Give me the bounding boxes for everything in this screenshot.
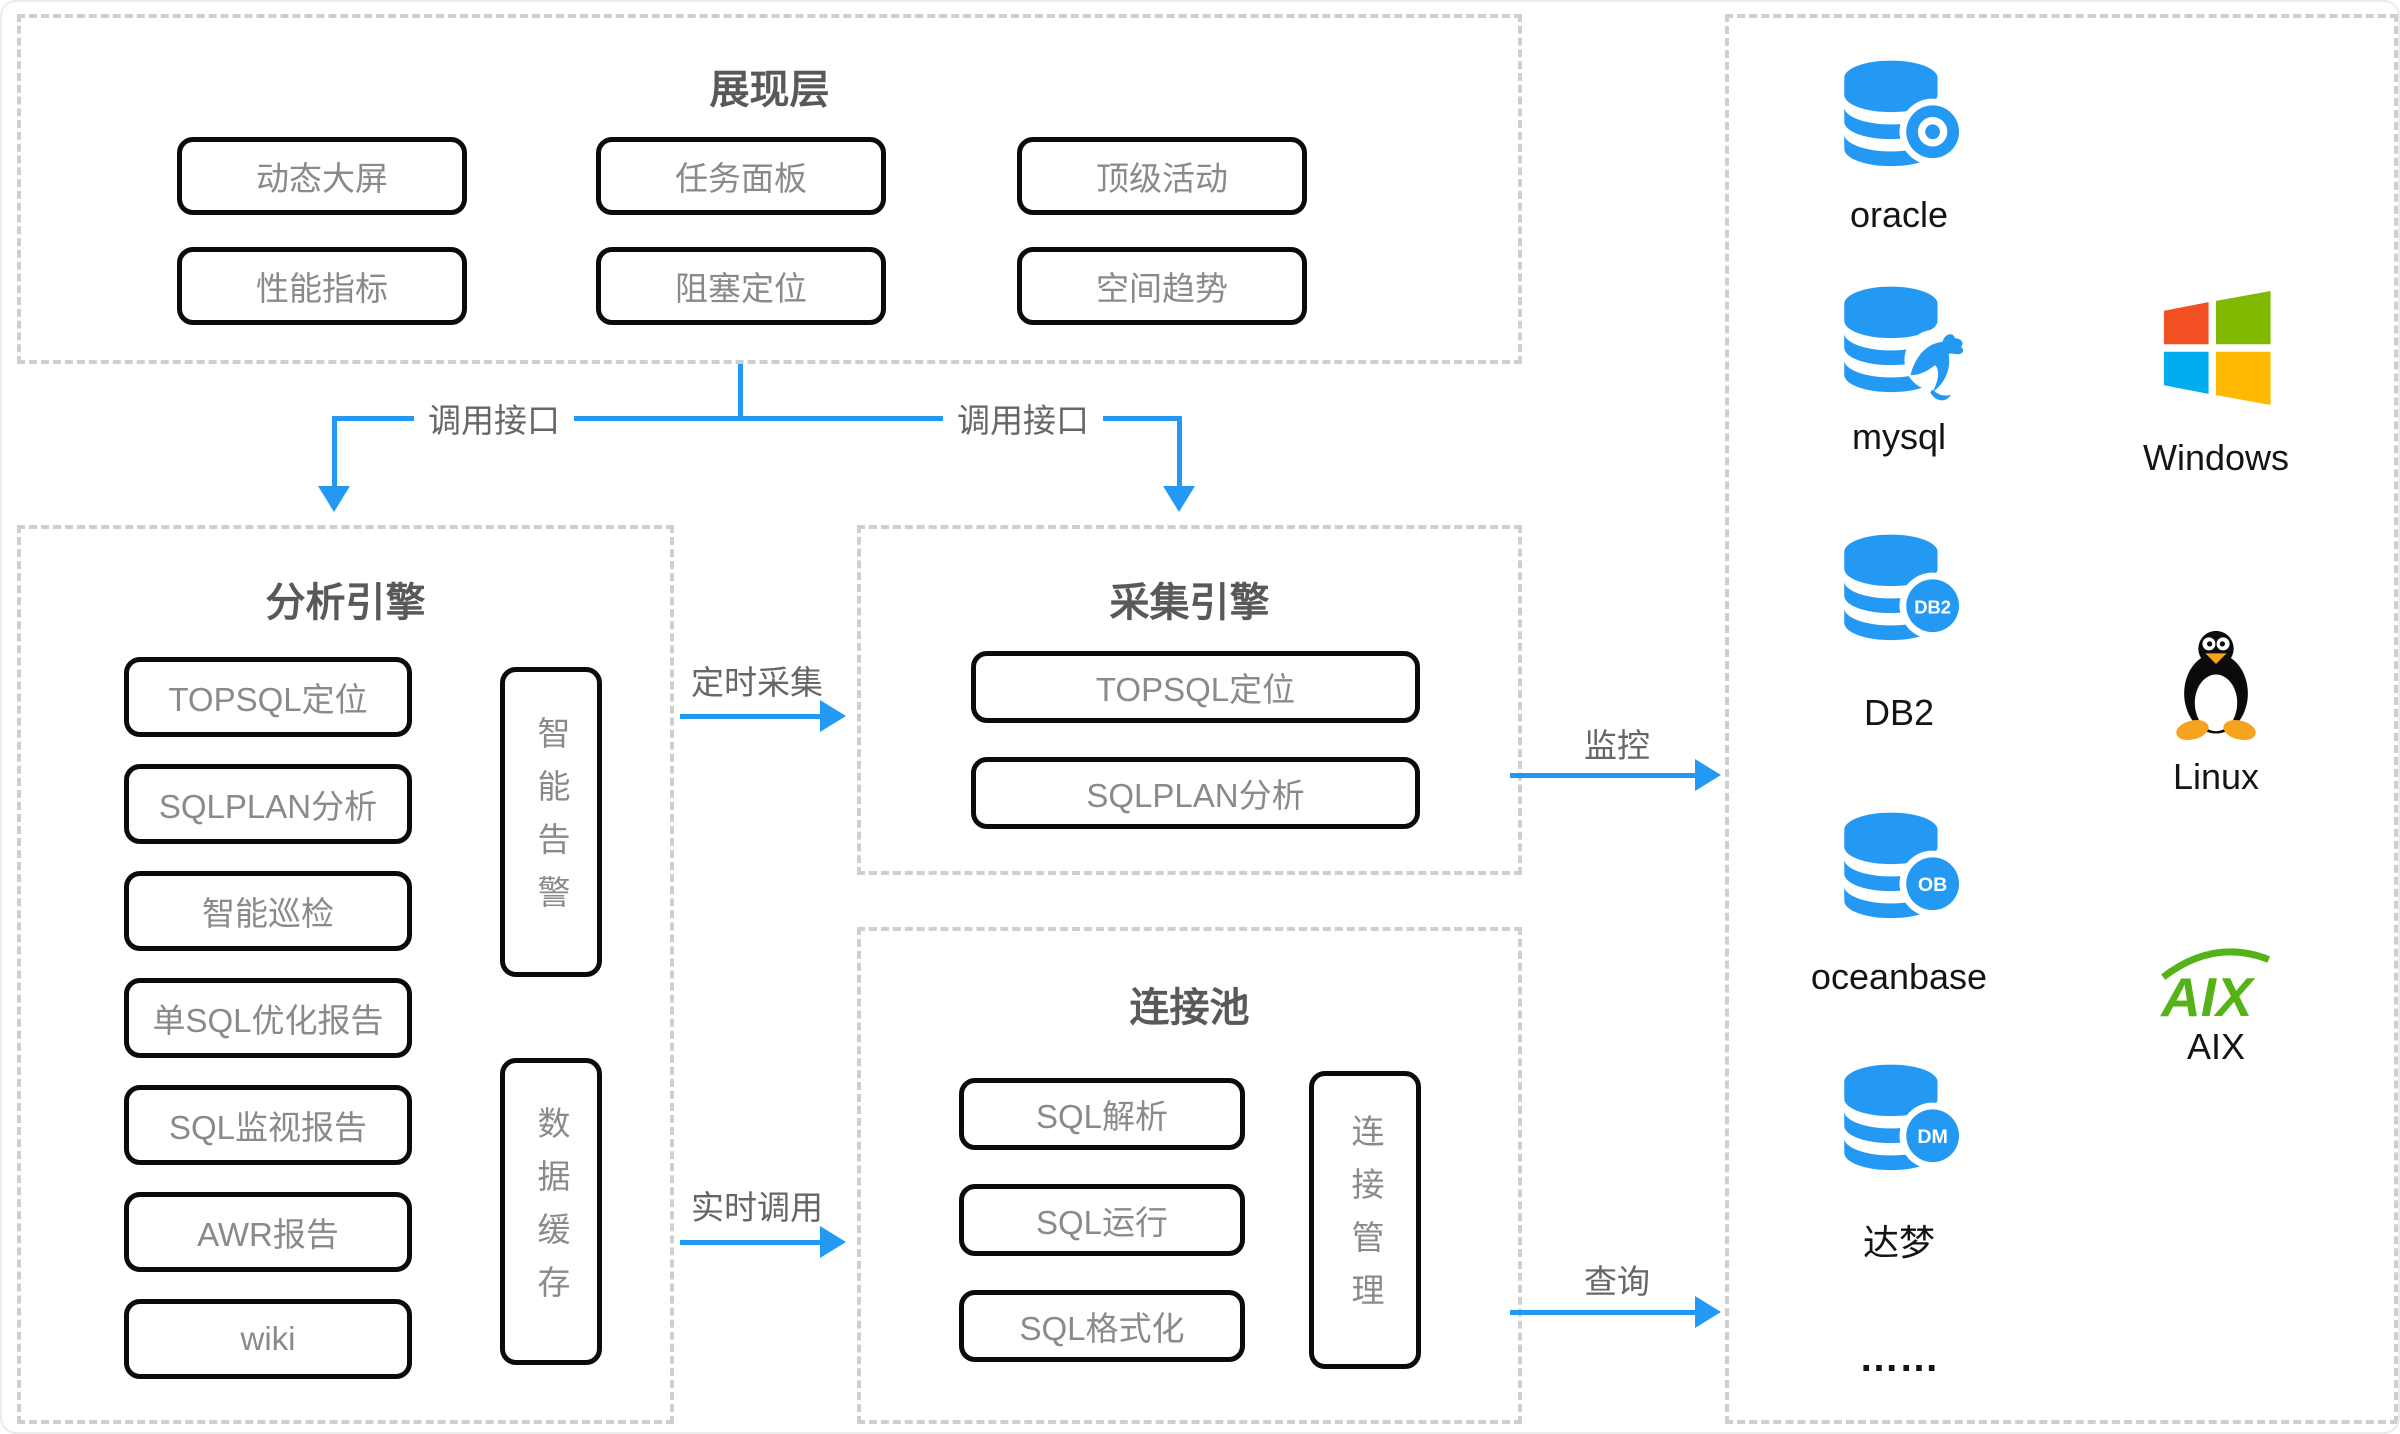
mysql-label: mysql: [1851, 416, 1947, 457]
db2-db-icon: DB2: [1844, 534, 1966, 641]
targets-panel: oracle mysql DB2 DB2 OB oceanbase: [1725, 14, 2398, 1424]
smart-alert-box: 智能告警: [500, 667, 602, 977]
blocking-locate-button: 阻塞定位: [596, 247, 886, 325]
oceanbase-label: oceanbase: [1810, 956, 1988, 997]
call-api-left-label: 调用接口: [414, 394, 574, 442]
db2-label: DB2: [1863, 692, 1935, 733]
dameng-label: 达梦: [1862, 1222, 1936, 1263]
svg-text:OB: OB: [1918, 874, 1947, 896]
data-cache-box: 数据缓存: [500, 1058, 602, 1365]
timed-collect-label: 定时采集: [677, 656, 837, 704]
connection-manage-box: 连接管理: [1309, 1071, 1421, 1369]
windows-logo-icon: [2163, 290, 2271, 406]
timed-collect-line: [680, 714, 820, 719]
linux-label: Linux: [2172, 756, 2260, 797]
sql-format-button: SQL格式化: [959, 1290, 1245, 1362]
sql-run-button: SQL运行: [959, 1184, 1245, 1256]
monitor-label: 监控: [1570, 719, 1664, 767]
collection-sqlplan-analysis-button: SQLPLAN分析: [971, 757, 1420, 829]
realtime-call-line: [680, 1240, 820, 1245]
oracle-db-icon: [1844, 60, 1966, 167]
dameng-db-icon: DM: [1844, 1064, 1966, 1171]
aix-logo-icon: AIX: [2159, 948, 2271, 1026]
arrowhead-to-collection: [1163, 486, 1195, 512]
svg-text:AIX: AIX: [2159, 966, 2256, 1026]
call-api-right-label: 调用接口: [943, 394, 1103, 442]
more-targets-ellipsis: ……: [1859, 1336, 1939, 1380]
performance-metrics-button: 性能指标: [177, 247, 467, 325]
svg-text:DM: DM: [1917, 1126, 1948, 1148]
collection-topsql-locate-button: TOPSQL定位: [971, 651, 1420, 723]
analysis-engine-title: 分析引擎: [265, 581, 426, 625]
timed-collect-arrowhead: [820, 700, 846, 732]
connector-horizontal-line: [334, 416, 1179, 421]
topsql-locate-button: TOPSQL定位: [124, 657, 412, 737]
dynamic-screen-button: 动态大屏: [177, 137, 467, 215]
windows-label: Windows: [2142, 437, 2290, 478]
query-arrowhead: [1695, 1296, 1721, 1328]
monitor-arrowhead: [1695, 759, 1721, 791]
top-activity-button: 顶级活动: [1017, 137, 1307, 215]
space-trend-button: 空间趋势: [1017, 247, 1307, 325]
connector-right-drop-line: [1177, 416, 1182, 488]
awr-report-button: AWR报告: [124, 1192, 412, 1272]
single-sql-optimize-report-button: 单SQL优化报告: [124, 978, 412, 1058]
presentation-layer-title: 展现层: [709, 68, 830, 112]
connector-left-drop-line: [332, 416, 337, 488]
linux-tux-icon: [2176, 630, 2256, 741]
collection-engine-title: 采集引擎: [1109, 581, 1270, 625]
query-label: 查询: [1570, 1255, 1664, 1303]
sql-parse-button: SQL解析: [959, 1078, 1245, 1150]
realtime-call-label: 实时调用: [677, 1181, 837, 1229]
oracle-label: oracle: [1849, 194, 1949, 235]
arrowhead-to-analysis: [318, 486, 350, 512]
svg-text:DB2: DB2: [1914, 597, 1951, 618]
aix-label: AIX: [2186, 1026, 2246, 1067]
query-line: [1510, 1310, 1695, 1315]
realtime-call-arrowhead: [820, 1226, 846, 1258]
connector-stem-line: [738, 364, 743, 421]
monitor-line: [1510, 773, 1695, 778]
sql-monitor-report-button: SQL监视报告: [124, 1085, 412, 1165]
smart-inspection-button: 智能巡检: [124, 871, 412, 951]
task-panel-button: 任务面板: [596, 137, 886, 215]
oceanbase-db-icon: OB: [1844, 812, 1966, 919]
wiki-button: wiki: [124, 1299, 412, 1379]
sqlplan-analysis-button: SQLPLAN分析: [124, 764, 412, 844]
mysql-db-icon: [1844, 286, 1966, 401]
connection-pool-title: 连接池: [1129, 986, 1250, 1030]
